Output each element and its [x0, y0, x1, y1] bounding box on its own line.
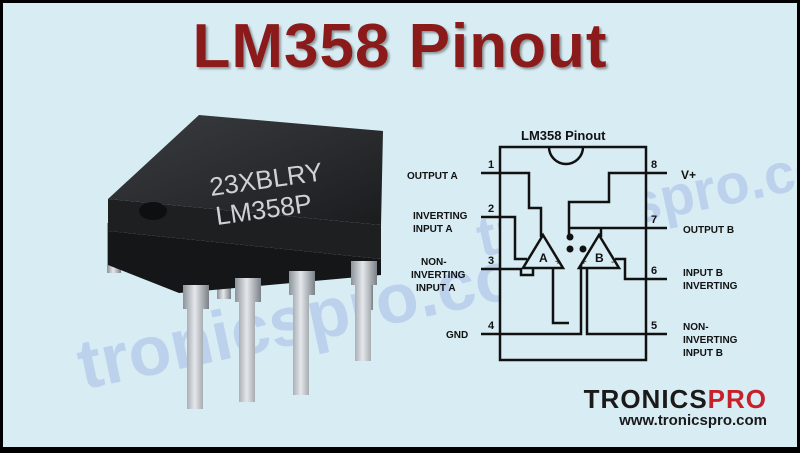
opamp-a-plus: +	[555, 257, 561, 268]
pin-number: 4	[488, 320, 495, 332]
pin-label: INPUT B	[683, 268, 723, 279]
pin-label: INPUT B	[683, 348, 723, 359]
opamp-b-label: B	[595, 251, 604, 265]
opamp-a-symbol	[520, 232, 566, 270]
pin-label: INPUT A	[413, 224, 453, 235]
opamp-b-plus: +	[581, 257, 587, 268]
pin-number: 8	[651, 159, 657, 171]
pin-label: NON-	[683, 322, 709, 333]
pin-label: INVERTING	[683, 281, 738, 292]
pin-label: INVERTING	[683, 335, 738, 346]
pin-number: 1	[488, 159, 494, 171]
pin-label: GND	[446, 330, 468, 341]
pin-label: NON-	[421, 257, 447, 268]
pin-number: 6	[651, 265, 657, 277]
pin-number: 3	[488, 255, 494, 267]
page-title: LM358 Pinout	[192, 12, 608, 81]
pin-label: INPUT A	[416, 283, 456, 294]
package-outline	[498, 145, 648, 362]
brand-name: TRONICSPRO	[584, 386, 767, 412]
chip-pins-front	[183, 261, 377, 409]
pin-label: OUTPUT B	[683, 225, 734, 236]
opamp-b-minus: -	[611, 257, 614, 268]
pin-label: INVERTING	[411, 270, 466, 281]
brand-logo: TRONICSPRO www.tronicspro.com	[584, 386, 767, 429]
chip-illustration: 23XBLRY LM358P	[107, 115, 383, 409]
opamp-b-symbol	[576, 232, 622, 270]
pin-number: 2	[488, 203, 494, 215]
chip-body-side	[108, 199, 381, 259]
package-notch	[547, 146, 585, 166]
opamp-a-label: A	[539, 251, 548, 265]
pin-number: 5	[651, 320, 657, 332]
brand-name-part2: PRO	[707, 384, 767, 414]
pin-label: OUTPUT A	[407, 171, 458, 182]
pin-label: V+	[681, 168, 696, 182]
brand-name-part1: TRONICS	[583, 384, 708, 414]
diagram-title: LM358 Pinout	[521, 128, 606, 143]
pin-label: INVERTING	[413, 211, 468, 222]
chip-body-top	[108, 115, 383, 225]
chip-notch	[139, 202, 167, 220]
pinout-schematic: A B - + + - LM358 Pinout 1 2 3 4 5 6 7 8…	[407, 128, 738, 362]
opamp-a-minus: -	[525, 257, 528, 268]
brand-url: www.tronicspro.com	[619, 412, 767, 429]
pin-number: 7	[651, 214, 657, 226]
pinout-image: tronicspro.com tronicspro.com LM358 Pino…	[3, 3, 797, 447]
